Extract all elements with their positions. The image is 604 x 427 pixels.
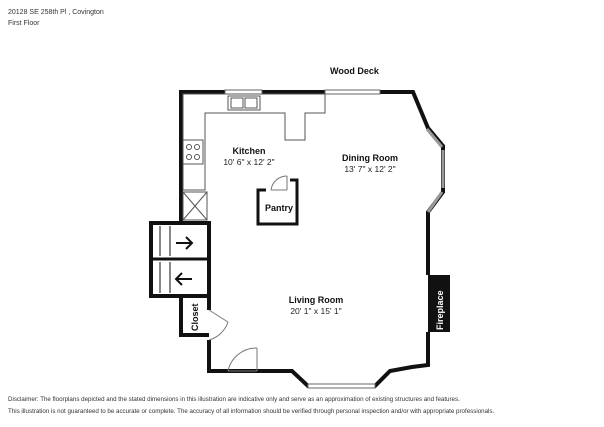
kitchen-counters (182, 93, 326, 221)
property-address: 20128 SE 258th Pl , Covington (8, 9, 104, 16)
room-name-kitchen: Kitchen (232, 146, 265, 156)
room-dims-living: 20' 1" x 15' 1" (290, 306, 341, 316)
living-window (307, 383, 376, 389)
windows (224, 89, 445, 389)
outer-walls (179, 90, 445, 388)
floor-label: First Floor (8, 20, 40, 27)
disclaimer-line-2: This illustration is not guaranteed to b… (8, 408, 495, 415)
sink-basin-left (230, 97, 244, 109)
stairs (149, 221, 211, 298)
fireplace-label: Fireplace (435, 290, 445, 330)
pantry-label: Pantry (265, 203, 293, 213)
room-dims-kitchen: 10' 6" x 12' 2" (223, 157, 274, 167)
disclaimer-line-1: Disclaimer: The floorplans depicted and … (8, 396, 460, 403)
room-name-living: Living Room (289, 295, 344, 305)
room-name-dining: Dining Room (342, 153, 398, 163)
deck-door (324, 89, 381, 95)
closet-label: Closet (190, 303, 200, 331)
deck-label: Wood Deck (330, 66, 380, 76)
pantry (256, 175, 299, 226)
fireplace (428, 275, 450, 332)
closet-door (208, 309, 229, 341)
sink-basin-right (244, 97, 258, 109)
room-dims-dining: 13' 7" x 12' 2" (344, 164, 395, 174)
kitchen-window (224, 89, 263, 95)
stove (182, 139, 204, 165)
entry-door (227, 347, 258, 372)
